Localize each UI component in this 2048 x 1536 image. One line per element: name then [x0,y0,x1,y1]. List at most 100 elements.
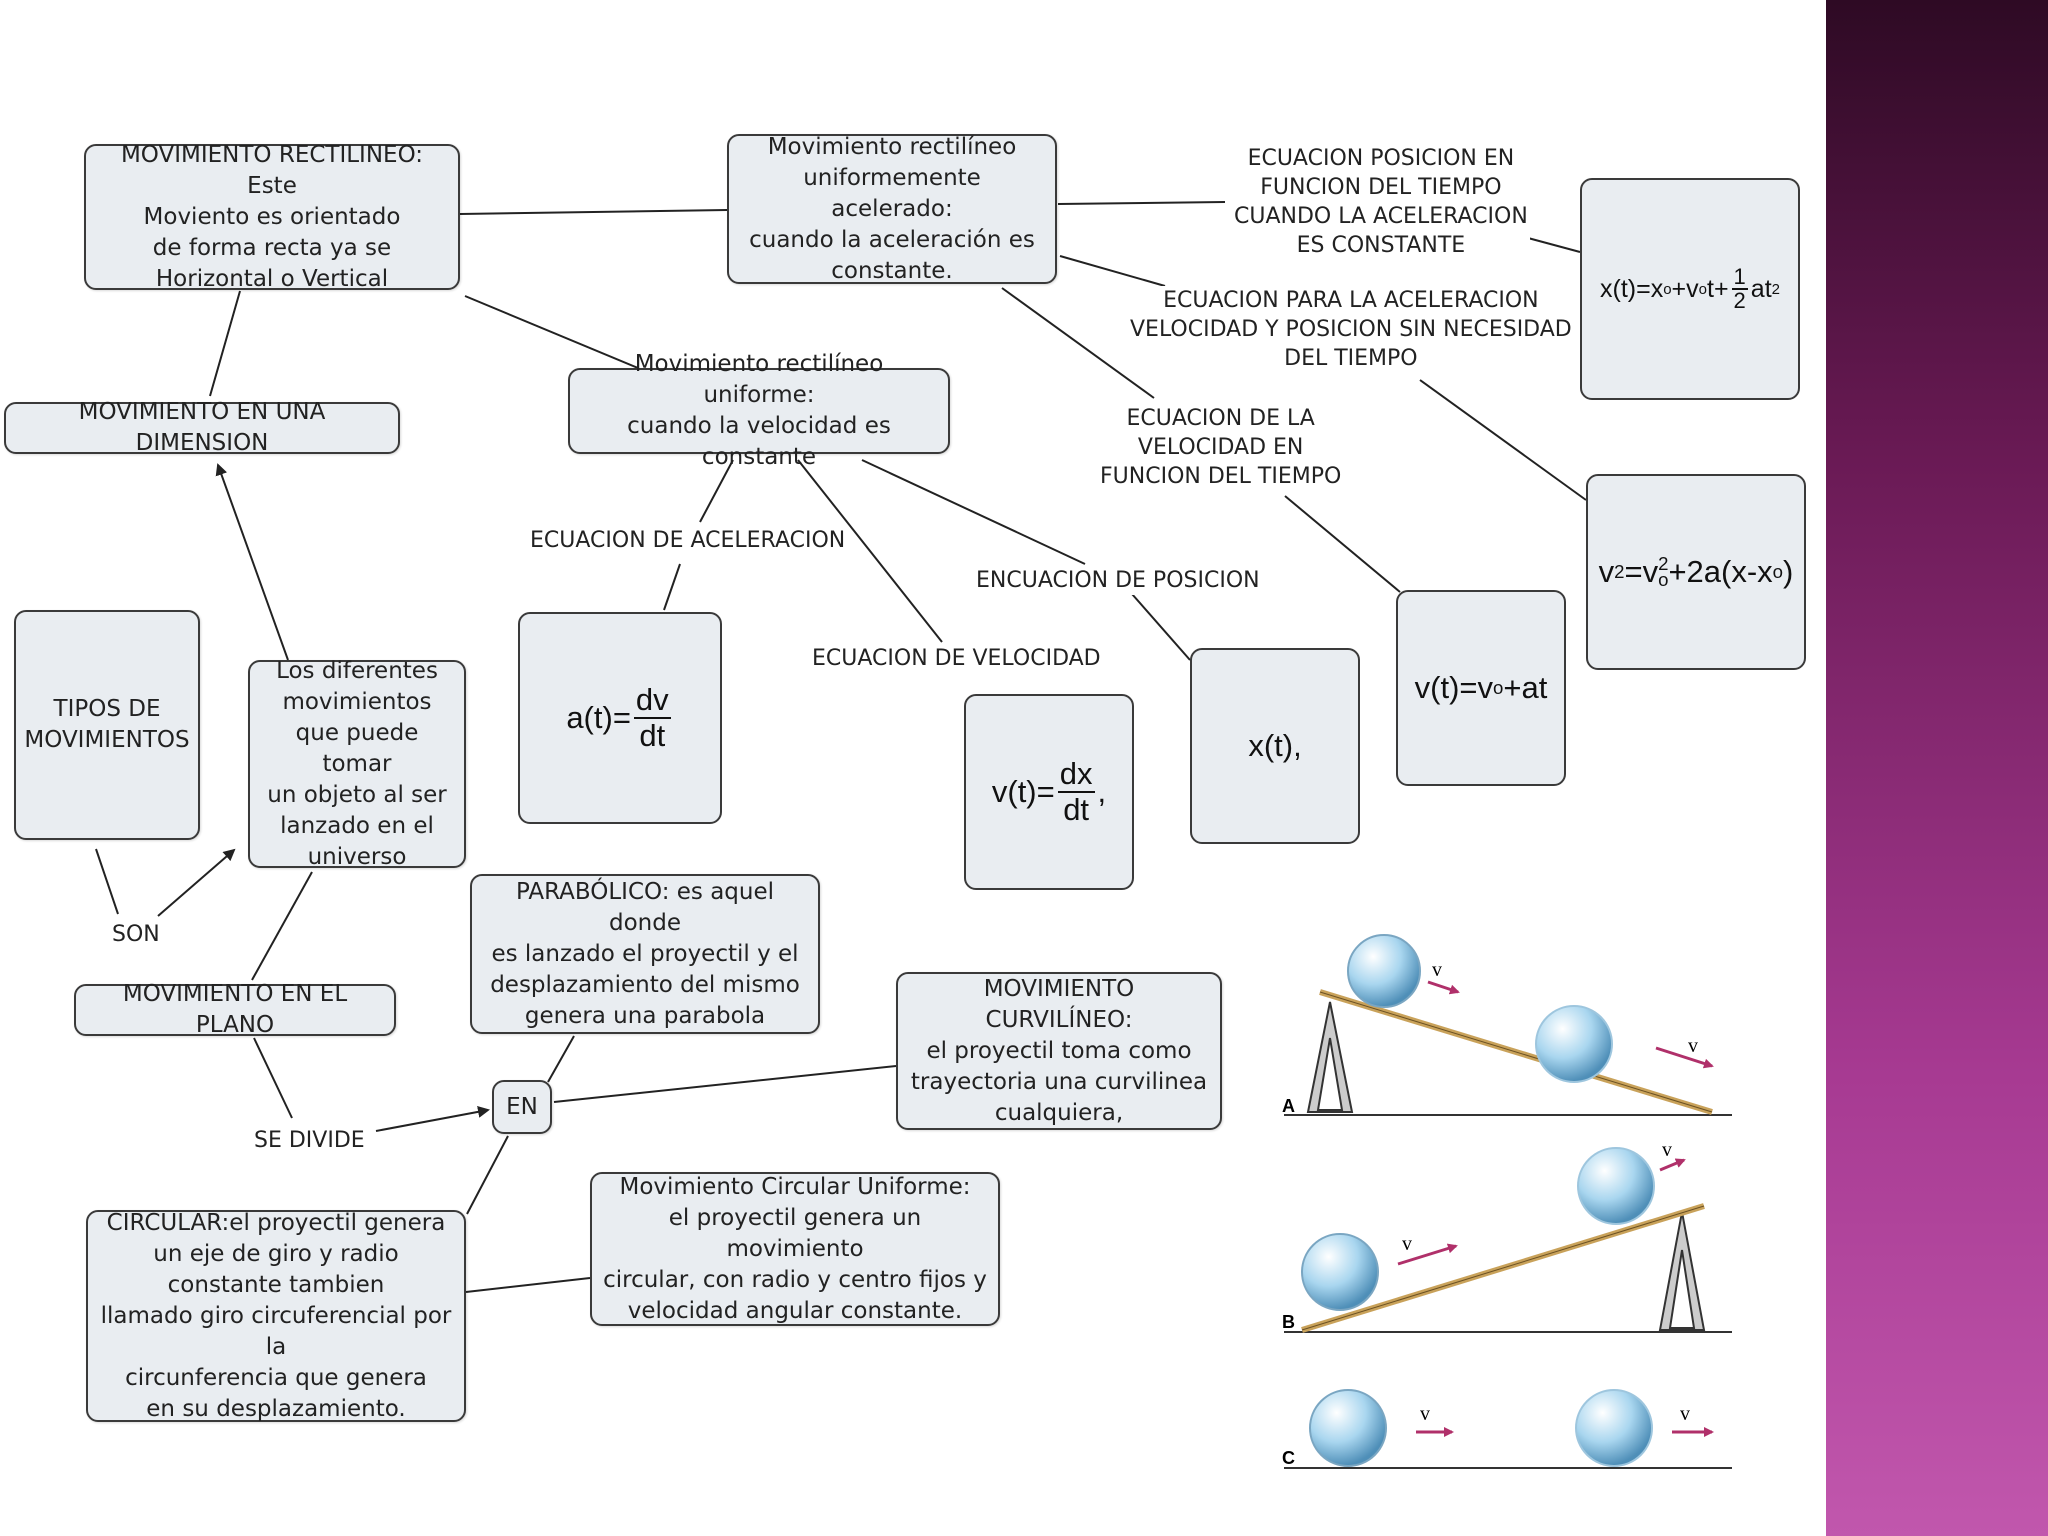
velocity-c1-label: v [1420,1403,1430,1425]
son-label: SON [110,920,162,949]
mrua-text: Movimiento rectilíneo uniformemente acel… [749,133,1035,284]
ecuacion-aceleracion-label: ECUACION DE ACELERACION [528,526,848,555]
mcu-node: Movimiento Circular Uniforme: el proyect… [590,1172,1000,1326]
link-mrua-postime [1057,201,1226,205]
ball-a-bottom-icon [1535,1005,1613,1083]
velocity-a1-arrow [1427,980,1460,995]
postime-den: 2 [1733,288,1746,313]
formula-posicion: x(t), [1190,648,1360,844]
pos-text: x(t), [1248,728,1302,763]
rectilineo-node: MOVIMIENTO RECTILINEO: Este Moviento es … [84,142,460,292]
ball-c-right-icon [1575,1389,1653,1467]
rectilineo-text: MOVIMIENTO RECTILINEO: Este Moviento es … [120,141,424,292]
veltime-a: v(t)=v [1414,670,1494,705]
link-ecpos-formula [1131,593,1191,661]
panel-c: v v C [1282,1389,1732,1469]
decorative-side-panel [1826,0,2048,1536]
link-mrua-veltime [1001,287,1155,399]
link-rectilineo-mrua [459,209,728,215]
mrua-node: Movimiento rectilíneo uniformemente acel… [727,134,1057,284]
vsq-sub2: o [1772,561,1784,582]
link-unadim-rectilineo [209,290,241,397]
ball-a-top-icon [1347,934,1421,1008]
veltime-sub: o [1493,677,1504,698]
parabolico-node: PARABÓLICO: es aquel donde es lanzado el… [470,874,820,1034]
accel-lhs: a(t)= [566,700,631,735]
tipos-text: TIPOS DE MOVIMIENTOS [24,696,190,753]
vsq-a: v [1598,554,1615,589]
velocity-b2-label: v [1662,1139,1672,1161]
diferentes-text: Los diferentes movimientos que puede tom… [267,657,447,870]
link-mru-ecvel [797,459,943,643]
velocity-c2-label: v [1680,1403,1690,1425]
vsq-sup1: 2 [1614,561,1625,582]
una-dimension-text: MOVIMIENTO EN UNA DIMENSION [78,399,326,456]
postime-b: +v [1671,274,1699,303]
ball-c-left-icon [1309,1389,1387,1467]
postime-a: x(t)=x [1600,274,1664,303]
vsq-sup2: 2 [1658,553,1669,574]
panel-b-label: B [1282,1312,1295,1332]
link-sedivide-en [375,1105,490,1132]
link-en-circular [466,1135,509,1215]
mcu-text: Movimiento Circular Uniforme: el proyect… [603,1173,987,1324]
parabolico-text: PARABÓLICO: es aquel donde es lanzado el… [490,878,800,1029]
link-diferentes-unadim [215,463,289,661]
link-postime-formula [1527,237,1581,253]
plano-node: MOVIMIENTO EN EL PLANO [74,981,396,1038]
diferentes-movimientos-node: Los diferentes movimientos que puede tom… [248,658,466,870]
link-ecaccel-formula [663,563,681,611]
link-circular-mcu [465,1277,591,1293]
panel-a-label: A [1282,1096,1295,1116]
link-diferentes-plano [251,871,313,981]
postime-sub2: o [1698,280,1707,298]
ecuacion-velocidad-label: ECUACION DE VELOCIDAD [810,644,1103,673]
link-rectilineo-mru [464,295,639,369]
panel-c-label: C [1282,1448,1295,1468]
postime-sup: 2 [1771,280,1780,298]
inclined-plane-illustrations: v v A v v B v v C [1282,934,1732,1469]
una-dimension-node: MOVIMIENTO EN UNA DIMENSION [4,399,400,456]
tipos-de-movimientos-node: TIPOS DE MOVIMIENTOS [14,610,200,840]
velocity-a2-label: v [1688,1035,1698,1057]
link-plano-sedivide [253,1037,293,1119]
plano-text: MOVIMIENTO EN EL PLANO [122,981,348,1038]
vsq-sub1: o [1658,569,1669,590]
en-text: EN [506,1093,538,1120]
vsq-d: ) [1783,554,1794,589]
panel-b: v v B [1282,1139,1732,1333]
link-son-diferentes [157,848,236,917]
vsq-c: +2a(x-x [1668,554,1773,589]
curvilineo-text: MOVIMIENTO CURVILÍNEO: el proyectil toma… [910,975,1208,1126]
curvilineo-node: MOVIMIENTO CURVILÍNEO: el proyectil toma… [896,972,1222,1130]
panel-a: v v A [1282,934,1732,1116]
accel-num: dv [633,682,671,719]
postime-num: 1 [1731,264,1748,290]
link-mrua-sintiempo [1059,255,1166,287]
link-mru-ecpos [861,459,1086,565]
vel-lhs: v(t)= [991,774,1055,809]
ecuacion-posicion-label: ENCUACION DE POSICION [974,566,1262,595]
link-mru-ecaccel [699,459,734,523]
ecuacion-posicion-tiempo-label: ECUACION POSICION EN FUNCION DEL TIEMPO … [1232,144,1530,260]
postime-d: at [1750,274,1772,303]
ball-b-top-icon [1577,1147,1655,1225]
circular-node: CIRCULAR:el proyectil genera un eje de g… [86,1210,466,1422]
velocity-a2-arrow [1655,1046,1714,1069]
velocity-b1-label: v [1402,1233,1412,1255]
link-tipos-son [95,848,119,915]
circular-text: CIRCULAR:el proyectil genera un eje de g… [100,1209,452,1422]
ball-b-bottom-icon [1301,1233,1379,1311]
support-a-icon [1306,1001,1354,1113]
accel-den: dt [639,718,666,753]
link-sintiempo-formula [1419,379,1587,501]
mru-node: Movimiento rectilíneo uniforme: cuando l… [568,351,950,470]
